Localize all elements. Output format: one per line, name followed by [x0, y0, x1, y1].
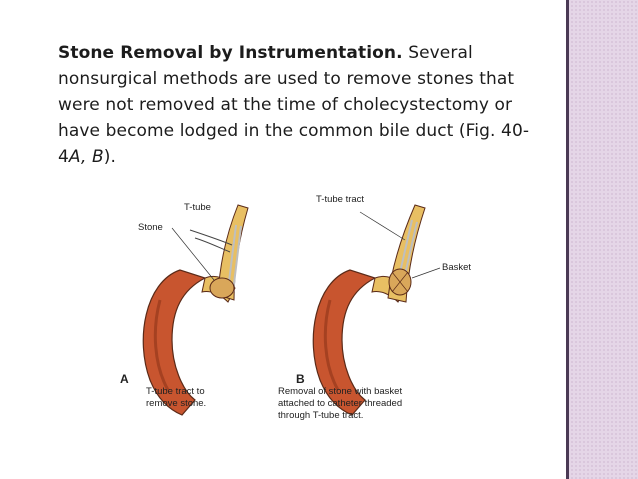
- label-basket: Basket: [442, 262, 472, 273]
- figure-illustration: [142, 204, 441, 416]
- figure-40-4: T-tube Stone A T-tube tract to remove st…: [110, 190, 480, 440]
- panel-b-basket-wires: [391, 271, 409, 293]
- panel-b-caption-line-1: Removal of stone with basket: [278, 386, 403, 397]
- heading-text: Stone Removal by Instrumentation.: [58, 43, 403, 63]
- body-end: ).: [103, 147, 116, 167]
- panel-b-duct-shade: [323, 299, 340, 391]
- figure-ref-sep: ,: [80, 147, 92, 167]
- panel-a-tube: [227, 224, 242, 293]
- panel-a-stone-leader: [171, 227, 215, 281]
- panel-a-caption: T-tube tract to remove stone.: [146, 386, 206, 410]
- panel-b-letter: B: [296, 372, 305, 386]
- label-t-tube: T-tube: [184, 202, 211, 213]
- paragraph-text: Stone Removal by Instrumentation. Severa…: [58, 40, 548, 170]
- panel-a-stone: [209, 277, 235, 299]
- panel-b-tract-leader: [359, 211, 406, 241]
- panel-a-letter: A: [120, 372, 129, 386]
- decorative-sidebar: [566, 0, 638, 479]
- panel-b-caption-line-2: attached to catheter threaded: [278, 398, 403, 409]
- body-text: Several nonsurgical methods are used to …: [58, 43, 530, 167]
- figure-ref-a: A: [68, 147, 81, 167]
- panel-a-drawing: [142, 204, 249, 416]
- panel-b-basket-leader: [411, 267, 441, 279]
- panel-b-drawing: [312, 204, 441, 416]
- label-t-tube-tract: T-tube tract: [316, 194, 365, 205]
- sidebar-divider: [566, 0, 569, 479]
- panel-b-caption: Removal of stone with basket attached to…: [278, 386, 402, 422]
- panel-a-caption-line-1: T-tube tract to: [146, 386, 205, 397]
- label-stone: Stone: [138, 222, 163, 233]
- panel-a-duct-shade: [153, 299, 170, 391]
- panel-a-catheter: [189, 229, 233, 253]
- panel-a-caption-line-2: remove stone.: [146, 398, 207, 409]
- figure-ref-b: B: [91, 147, 104, 167]
- panel-b-caption-line-3: through T-tube tract.: [278, 410, 364, 421]
- bullet-paragraph: Stone Removal by Instrumentation. Severa…: [28, 40, 548, 170]
